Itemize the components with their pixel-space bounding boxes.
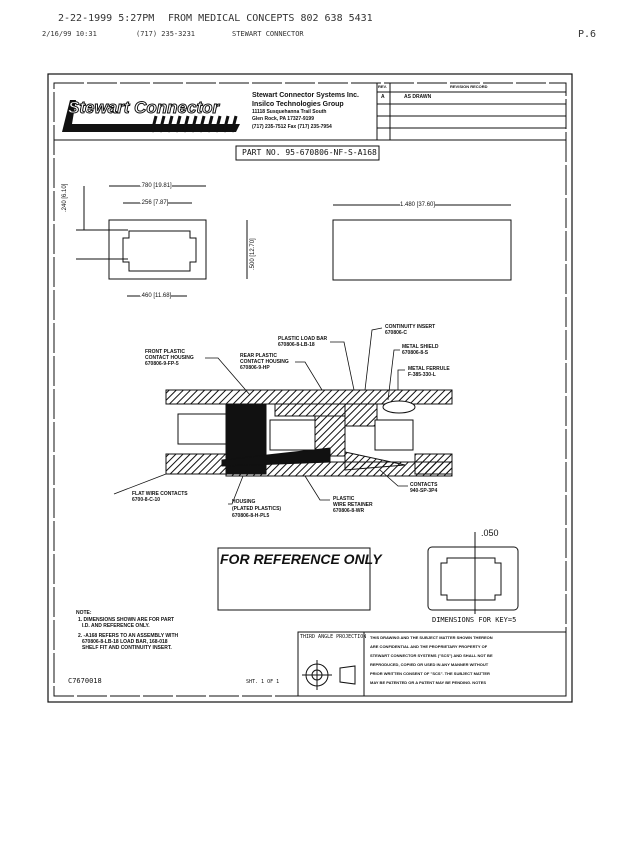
fax-date: 2-22-1999 5:27PM <box>58 13 155 24</box>
reference-stamp: FOR REFERENCE ONLY <box>220 551 382 567</box>
company-phone: (717) 235-7512 Fax (717) 235-7954 <box>252 124 332 130</box>
dim-length: 1.480 [37.60] <box>400 202 436 208</box>
rev-value: A <box>381 94 385 100</box>
company-address-1: 11118 Susquehanna Trail South <box>252 109 327 115</box>
revision-description: AS DRAWN <box>404 94 432 100</box>
company-address-2: Glen Rock, PA 17327-9199 <box>252 116 314 122</box>
page-number: P.6 <box>578 29 597 40</box>
fax-from: FROM MEDICAL CONCEPTS 802 638 5431 <box>168 13 373 24</box>
dim-width-inner: .256 [7.87] <box>140 200 169 206</box>
projection-label: THIRD ANGLE PROJECTION <box>300 634 367 640</box>
note-2a: 2. -A168 REFERS TO AN ASSEMBLY WITH <box>78 633 179 639</box>
key-caption: DIMENSIONS FOR KEY=5 <box>432 616 517 624</box>
part-number: PART NO. 95-670806-NF-S-A168 <box>242 148 377 157</box>
rev-label: REV. <box>378 84 387 89</box>
dim-key-gap: .050 <box>481 528 499 538</box>
notes-title: NOTE: <box>76 610 92 616</box>
fax-phone: (717) 235-3231 <box>136 30 196 38</box>
dim-height-right: .500 [12.70] <box>250 238 256 270</box>
dim-height-left: .240 [6.10] <box>62 183 68 212</box>
company-name: Stewart Connector Systems Inc. <box>252 92 359 99</box>
dim-bottom: .460 [11.68] <box>140 293 172 299</box>
note-2b: 670806-8-LB-18 LOAD BAR, 168-018 <box>82 639 168 645</box>
outer-frame <box>47 73 573 703</box>
note-2c: SHELF FIT AND CONTINUITY INSERT. <box>82 645 172 651</box>
fax-date-2: 2/16/99 10:31 <box>42 30 97 38</box>
note-1a: 1. DIMENSIONS SHOWN ARE FOR PART <box>78 617 175 623</box>
sheet-number: SHT. 1 OF 1 <box>246 679 280 685</box>
dim-width-outer: .780 [19.81] <box>140 183 172 189</box>
note-1b: I.D. AND REFERENCE ONLY. <box>82 623 150 629</box>
company-logo: Stewart Connector <box>67 98 220 118</box>
revision-record-header: REVISION RECORD <box>450 84 488 89</box>
fax-sender: STEWART CONNECTOR <box>232 30 304 38</box>
company-group: Insilco Technologies Group <box>252 101 344 108</box>
drawing-number: C7670018 <box>68 677 102 685</box>
